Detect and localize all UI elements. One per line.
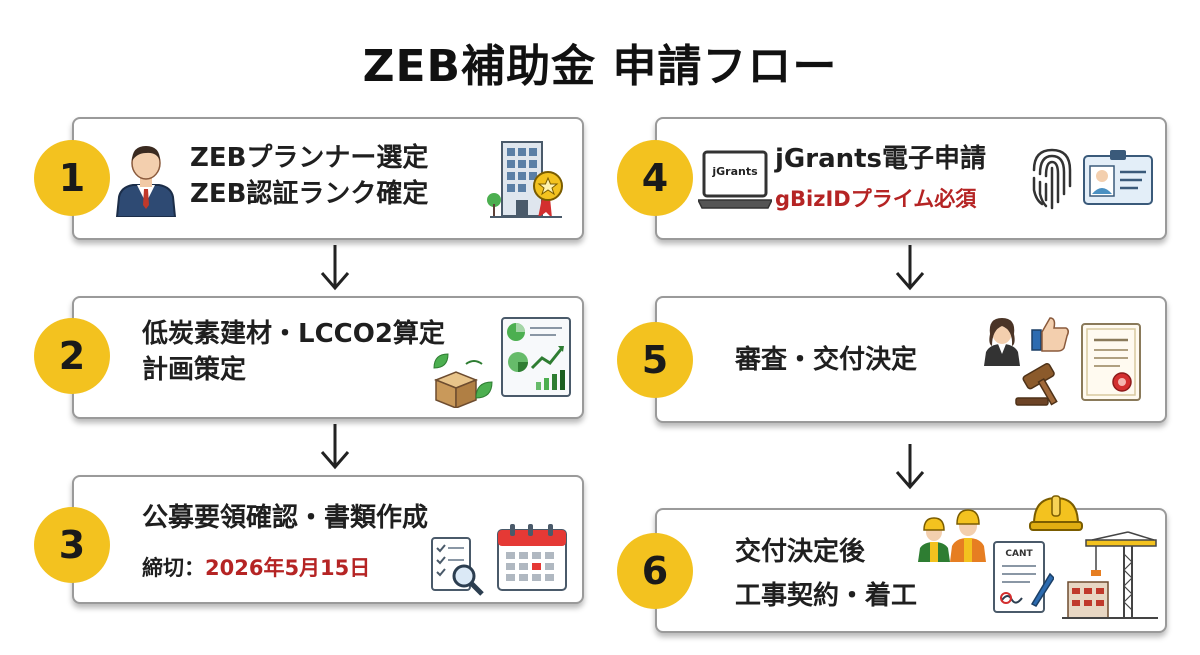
- step-5-text: 審査・交付決定: [735, 345, 918, 375]
- document-search-icon: [431, 537, 484, 596]
- laptop-icon: jGrants: [698, 150, 772, 210]
- step-2-badge: 2: [34, 318, 110, 394]
- step-1-text: ZEBプランナー選定 ZEB認証ランク確定: [190, 140, 428, 212]
- hard-hat-icon: [1029, 495, 1083, 531]
- thumbs-up-icon: [1031, 317, 1070, 352]
- crane-icon: [1062, 531, 1158, 619]
- step-1-line-1: ZEBプランナー選定: [190, 143, 429, 173]
- contract-label: CANT: [1005, 549, 1033, 559]
- deadline-label: 締切：: [142, 556, 205, 580]
- step-1-card: [72, 117, 584, 240]
- award-building-icon: [487, 141, 563, 218]
- step-3-badge: 3: [34, 507, 110, 583]
- step-6-line-2: 工事契約・着工: [735, 581, 918, 611]
- page-title: ZEB補助金 申請フロー: [362, 41, 838, 92]
- step-4-requirement: gBizIDプライム必須: [775, 187, 977, 211]
- arrow-down-5-6: [895, 444, 925, 490]
- step-6-line-1: 交付決定後: [735, 537, 866, 567]
- step-1-badge: 1: [34, 140, 110, 216]
- step-6-badge: 6: [617, 533, 693, 609]
- step-3-title: 公募要領確認・書類作成: [142, 503, 429, 533]
- businessman-icon: [115, 146, 177, 217]
- contract-icon: CANT: [992, 540, 1054, 614]
- step-4-title: jGrants電子申請: [775, 144, 987, 174]
- arrow-down-4-5: [895, 245, 925, 291]
- calendar-icon: [497, 524, 567, 591]
- certificate-icon: [1081, 323, 1141, 401]
- step-2-line-1: 低炭素建材・LCCO2算定: [142, 319, 445, 349]
- gavel-icon: [1015, 362, 1058, 406]
- eco-blocks-icon: [433, 353, 493, 408]
- step-2-text: 低炭素建材・LCCO2算定 計画策定: [142, 316, 445, 388]
- step-3-deadline: 締切：2026年5月15日: [142, 549, 370, 586]
- step-6-text: 交付決定後 工事契約・着工: [735, 530, 917, 618]
- judge-icon: [984, 318, 1020, 366]
- step-1-line-2: ZEB認証ランク確定: [190, 179, 429, 209]
- step-5-card: [655, 296, 1167, 423]
- deadline-date: 2026年5月15日: [205, 556, 371, 580]
- growth-chart-icon: [501, 317, 571, 397]
- laptop-screen-label: jGrants: [712, 165, 758, 178]
- construction-workers-icon: [918, 509, 986, 562]
- arrow-down-1-2: [320, 245, 350, 291]
- step-4-badge: 4: [617, 140, 693, 216]
- id-card-icon: [1083, 150, 1153, 205]
- step-5-badge: 5: [617, 322, 693, 398]
- arrow-down-2-3: [320, 424, 350, 470]
- step-2-line-2: 計画策定: [142, 355, 247, 385]
- fingerprint-icon: [1032, 148, 1072, 210]
